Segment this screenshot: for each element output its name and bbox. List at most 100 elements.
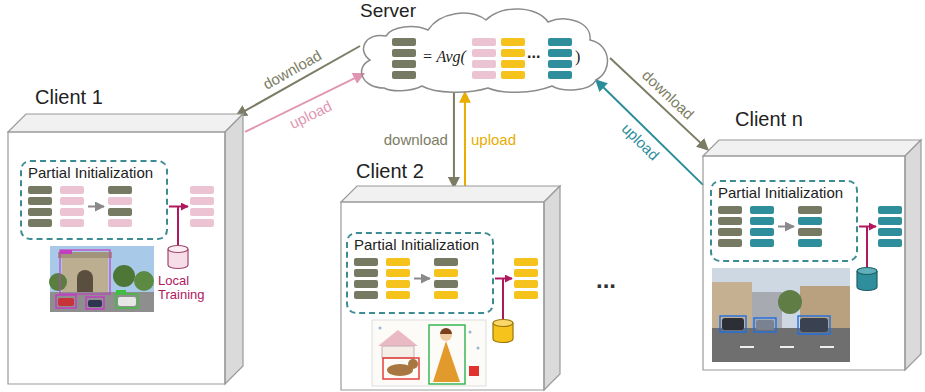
- cartoon-picture: [372, 320, 486, 386]
- formula-text: = Avg(: [422, 48, 466, 66]
- merge-arrow: [88, 206, 104, 208]
- cartoon-picture: [433, 341, 460, 382]
- street-photo: [756, 320, 774, 330]
- street-photo: [77, 270, 93, 292]
- database-icon: [168, 246, 188, 269]
- database-icon: [493, 320, 513, 343]
- global-model-stack: [354, 258, 378, 299]
- cube-side: [905, 140, 921, 370]
- training-line: [502, 279, 504, 320]
- client-box: Client n Partial Initialization: [700, 108, 922, 373]
- global-model-stack: [718, 206, 742, 247]
- cube-front: [8, 132, 225, 384]
- street-photo: [60, 250, 110, 294]
- edge-label: download: [638, 66, 697, 123]
- server-title: Server: [360, 0, 416, 22]
- client-box: Client 1Partial Initialization: [5, 86, 245, 388]
- formula-ellipsis: ...: [527, 44, 540, 62]
- server-cloud: Server = Avg(...): [352, 0, 614, 92]
- edge-label: download: [384, 131, 448, 148]
- street-photo: [49, 246, 154, 312]
- client-model-stack: [501, 38, 525, 79]
- global-model-stack: [28, 186, 52, 227]
- street-photo: [820, 346, 834, 348]
- database-icon: [857, 268, 877, 275]
- local-model-stack: [60, 186, 84, 227]
- merge-arrow: [414, 278, 430, 280]
- client-internals: [712, 206, 902, 362]
- box-title: Partial Initialization: [718, 184, 843, 201]
- cube-outline: [338, 160, 564, 392]
- client-model-stack: [472, 38, 496, 79]
- client-model-stack: [548, 38, 572, 79]
- model-stacks: [392, 38, 572, 79]
- street-photo: [754, 318, 776, 332]
- local-model-stack: [750, 206, 774, 247]
- ellipsis-label: ...: [596, 266, 616, 294]
- street-photo: [50, 246, 154, 312]
- street-photo: [86, 297, 104, 309]
- client-title: Client 2: [356, 160, 424, 183]
- training-line: [177, 207, 179, 246]
- cube-top: [703, 140, 921, 156]
- mixed-model-stack: [798, 206, 822, 247]
- street-photo: [740, 346, 754, 348]
- merge-arrow: [778, 226, 794, 228]
- street-photo: [118, 297, 136, 306]
- street-photo: [50, 292, 154, 312]
- street-photo: [798, 316, 830, 334]
- box-title: Partial Initialization: [354, 236, 479, 253]
- street-photo: [60, 250, 72, 254]
- cartoon-picture: [477, 347, 480, 350]
- training-line: [866, 227, 868, 268]
- cube-top: [8, 114, 243, 132]
- cartoon-picture: [378, 330, 418, 346]
- cartoon-picture: [440, 328, 452, 334]
- client-box: Client 2 Partial Initialization: [338, 160, 564, 392]
- cartoon-picture: [440, 329, 452, 341]
- street-photo: [722, 318, 744, 330]
- local-model-stack: [386, 258, 410, 299]
- database-icon: [857, 268, 877, 291]
- cube-side: [544, 186, 560, 390]
- partial-init-box: Partial Initialization: [20, 160, 168, 240]
- partial-init-box: Partial Initialization: [710, 180, 858, 262]
- street-photo: [800, 318, 828, 332]
- edge-label: upload: [618, 120, 662, 164]
- street-photo: [49, 273, 67, 291]
- street-photo: [116, 294, 138, 308]
- street-photo: [88, 300, 102, 307]
- street-photo: [56, 295, 76, 308]
- flow-arrow: [453, 92, 455, 188]
- street-photo: [62, 258, 108, 292]
- local-model-stack: [514, 258, 538, 299]
- local-model-stack: [190, 186, 214, 227]
- cartoon-picture: [379, 327, 382, 330]
- formula-text: ): [575, 48, 580, 66]
- street-photo: [134, 271, 154, 291]
- street-photo: [113, 265, 135, 287]
- box-title: Partial Initialization: [28, 164, 153, 181]
- street-photo: [712, 328, 850, 362]
- cartoon-picture: [469, 331, 472, 334]
- cartoon-picture: [372, 320, 486, 386]
- cartoon-picture: [469, 366, 479, 376]
- mixed-model-stack: [108, 186, 132, 227]
- edge-label: upload: [471, 131, 516, 148]
- cube-side: [225, 114, 243, 384]
- database-icon: [493, 320, 513, 327]
- client-title: Client n: [735, 108, 803, 131]
- street-photo: [712, 268, 850, 362]
- cube-front: [341, 202, 544, 390]
- cartoon-picture: [383, 358, 419, 379]
- database-icon: [168, 246, 188, 253]
- street-photo: [778, 290, 802, 314]
- cube-front: [703, 156, 905, 370]
- street-photo: [780, 346, 794, 348]
- street-photo: [720, 316, 746, 332]
- street-photo: [712, 268, 850, 362]
- client-internals: [354, 258, 538, 386]
- edge-label: download: [260, 47, 324, 94]
- mixed-model-stack: [434, 258, 458, 299]
